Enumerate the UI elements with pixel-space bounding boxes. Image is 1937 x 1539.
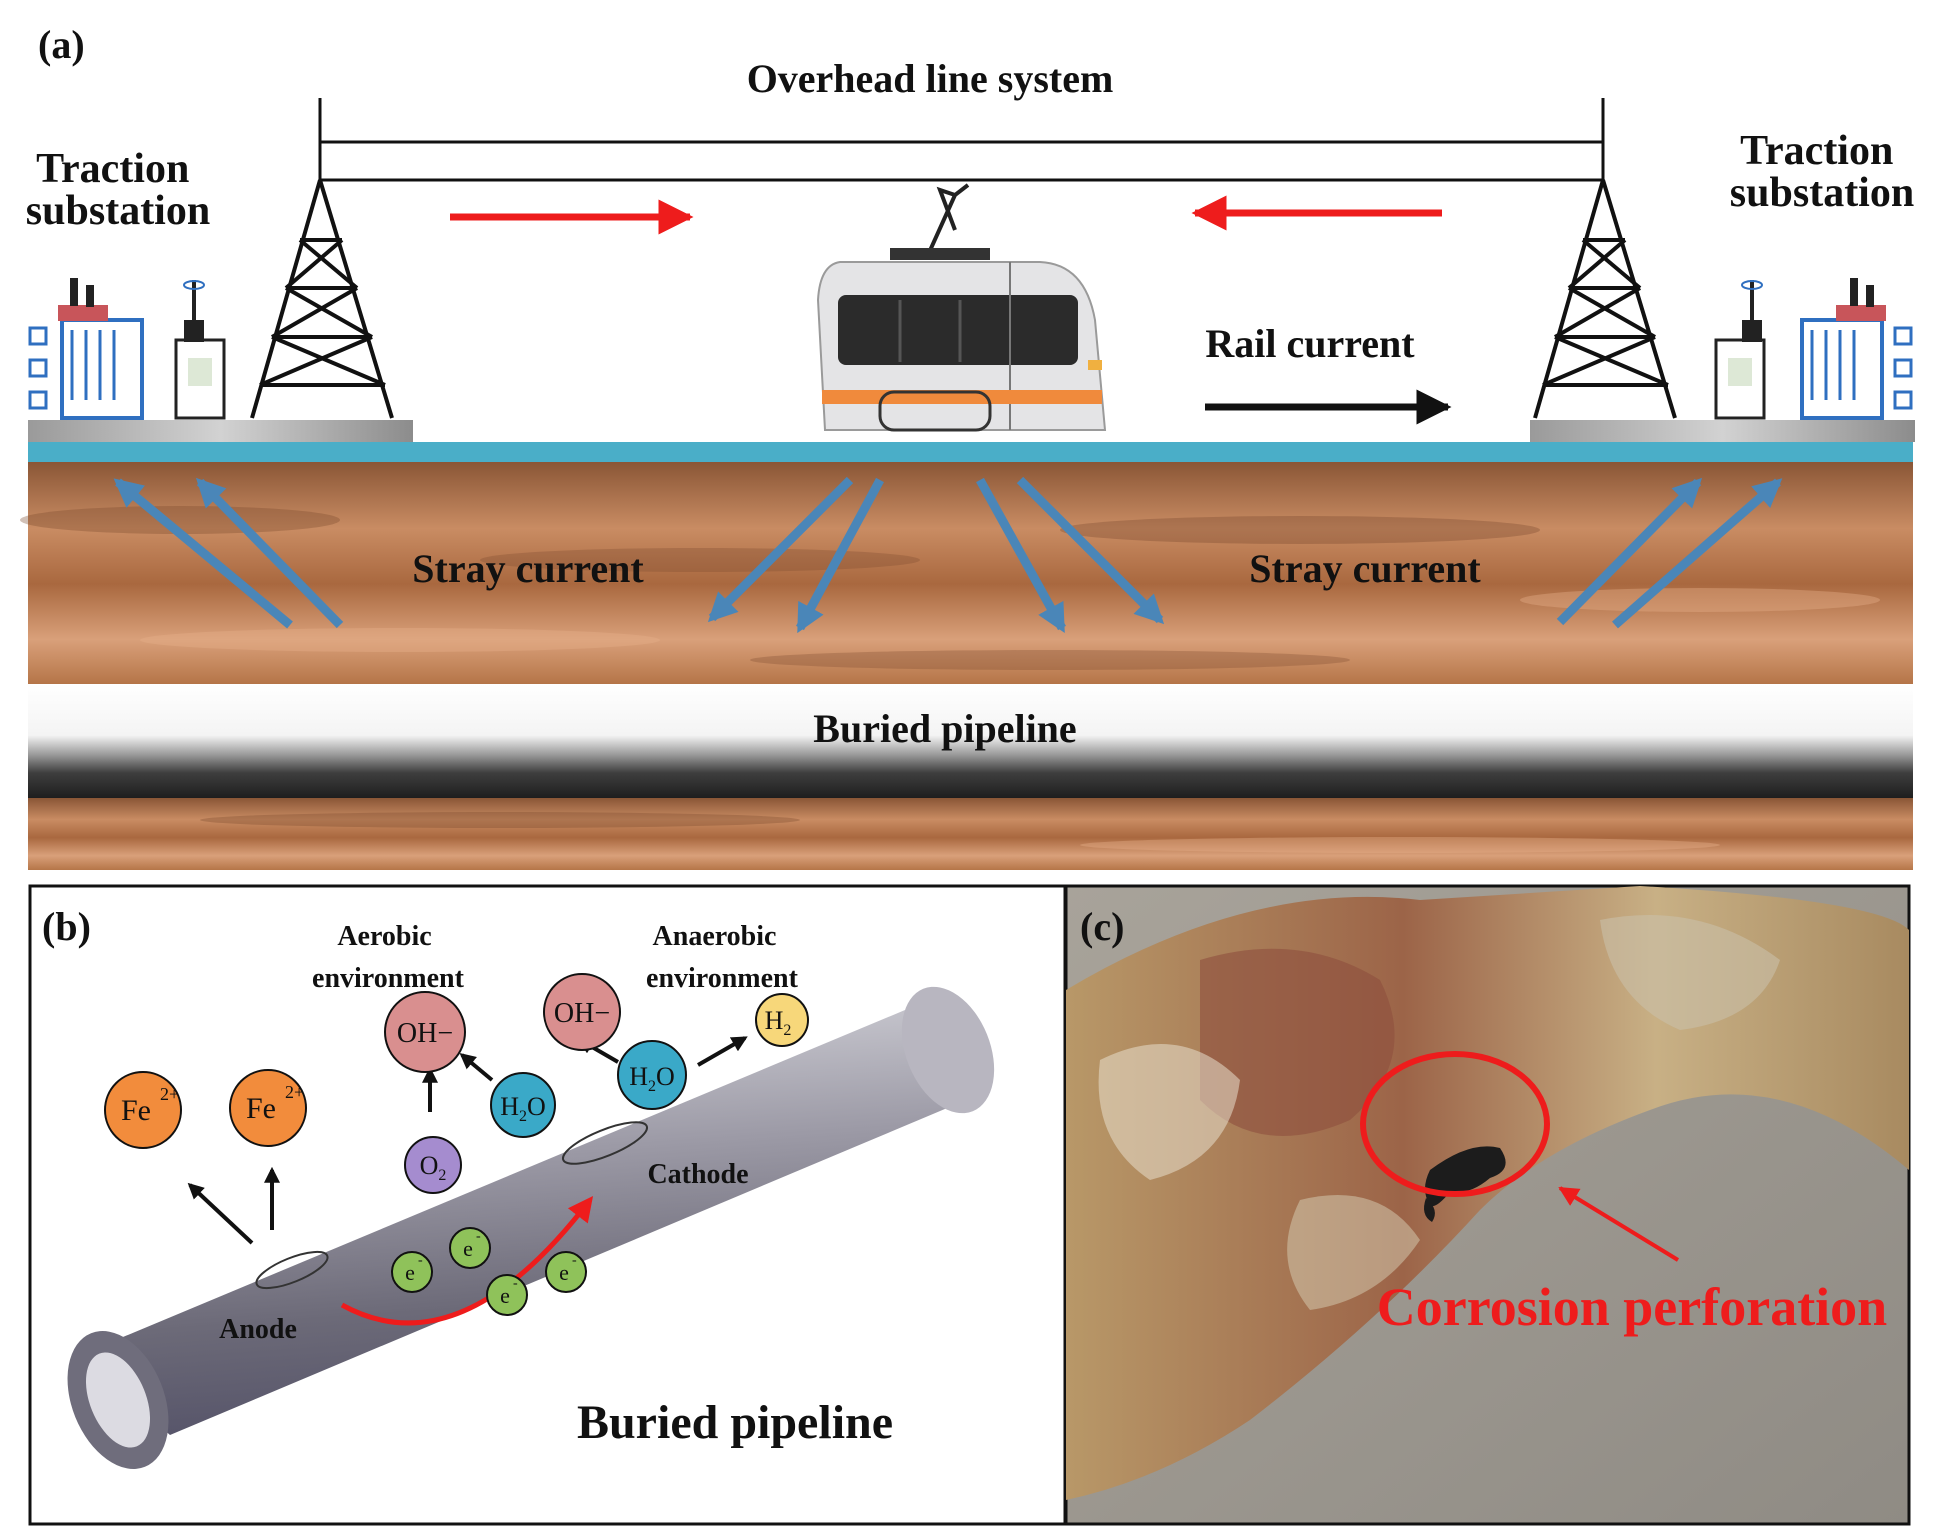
soil-upper	[20, 462, 1913, 684]
fe-ion-2: Fe 2+	[229, 1069, 307, 1147]
svg-text:H2: H2	[765, 1006, 792, 1039]
stray-current-left-label: Stray current	[412, 546, 644, 591]
h2o-ion-aerobic: H2O	[490, 1072, 556, 1138]
h2o-ion-anaerobic: H2O	[617, 1040, 687, 1110]
electron-flow-arrow	[340, 1196, 594, 1326]
svg-text:2+: 2+	[285, 1082, 304, 1102]
svg-text:-: -	[476, 1229, 481, 1244]
stray-current-arrows	[113, 476, 1783, 634]
svg-text:-: -	[572, 1253, 577, 1268]
electron-1: e -	[391, 1251, 433, 1293]
substation-right-label: Traction substation	[1730, 128, 1914, 216]
anode-label: Anode	[219, 1314, 297, 1345]
svg-text:O2: O2	[420, 1151, 447, 1184]
svg-text:Fe: Fe	[121, 1094, 151, 1127]
anaerobic-label: Anaerobic environment	[646, 921, 799, 994]
svg-text:e: e	[463, 1236, 473, 1261]
aerobic-label: Aerobic environment	[312, 921, 465, 994]
h2-molecule: H2	[755, 993, 809, 1047]
svg-text:-: -	[418, 1253, 423, 1268]
o2-molecule: O2	[404, 1136, 462, 1194]
annotation-arrow	[1558, 1186, 1680, 1262]
svg-text:-: -	[513, 1276, 518, 1291]
electron-2: e -	[449, 1227, 491, 1269]
panel-a: (a) Overhead line system Traction substa…	[20, 22, 1915, 870]
soil-lower	[28, 798, 1913, 870]
pipeline-b	[67, 986, 995, 1469]
electron-4: e -	[545, 1251, 587, 1293]
panel-b-tag: (b)	[42, 904, 91, 949]
substation-left-label: Traction substation	[26, 146, 210, 234]
fe-ion-1: Fe 2+	[104, 1071, 182, 1149]
svg-text:OH−: OH−	[554, 998, 610, 1029]
oh-ion-aerobic: OH−	[384, 991, 466, 1073]
svg-text:H2O: H2O	[629, 1062, 675, 1095]
perforation-highlight-ring	[1360, 1051, 1550, 1197]
panel-c: Corrosion perforation (c)	[1064, 884, 1911, 1526]
pylon-right	[1533, 179, 1677, 419]
rail	[28, 442, 1913, 462]
cathode-label: Cathode	[647, 1159, 748, 1190]
overhead-line-label: Overhead line system	[747, 56, 1114, 101]
panel-b: (b) Buried pipeline Anode Cathode Aerobi…	[28, 884, 1067, 1526]
svg-text:OH−: OH−	[397, 1018, 453, 1049]
svg-text:2+: 2+	[160, 1084, 179, 1104]
overhead-line	[318, 98, 1605, 182]
oh-ion-anaerobic: OH−	[543, 973, 621, 1051]
panel-c-tag: (c)	[1080, 904, 1124, 949]
pipeline-a-label: Buried pipeline	[813, 706, 1076, 751]
substation-left	[28, 278, 413, 442]
svg-text:e: e	[405, 1260, 415, 1285]
panel-a-tag: (a)	[38, 22, 85, 67]
svg-text:H2O: H2O	[500, 1092, 546, 1125]
pipeline-a	[28, 684, 1913, 798]
pylon-left	[250, 179, 394, 419]
pipeline-b-label: Buried pipeline	[577, 1396, 893, 1449]
electron-3: e -	[486, 1274, 528, 1316]
stray-current-right-label: Stray current	[1249, 546, 1481, 591]
svg-text:e: e	[559, 1260, 569, 1285]
tram	[816, 183, 1107, 432]
svg-text:e: e	[500, 1283, 510, 1308]
rail-current-label: Rail current	[1205, 321, 1415, 366]
corrosion-perforation-label: Corrosion perforation	[1377, 1277, 1887, 1337]
substation-right	[1530, 278, 1915, 442]
svg-text:Fe: Fe	[246, 1092, 276, 1125]
